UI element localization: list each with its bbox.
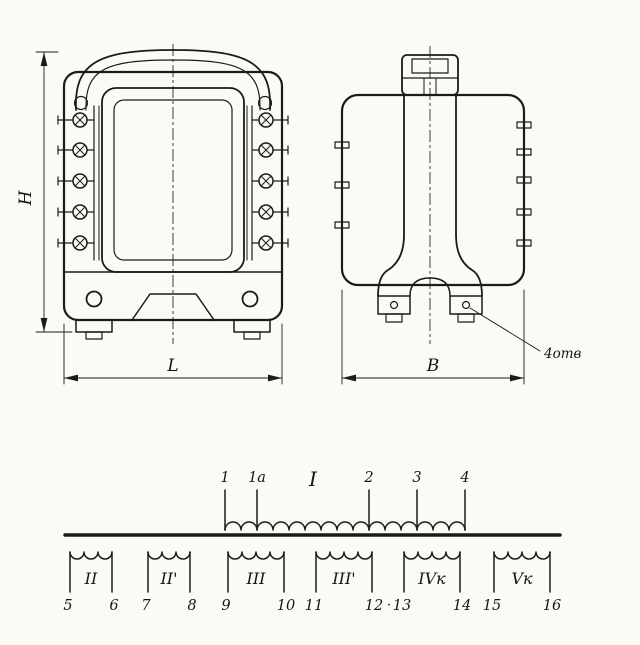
front-base (63, 271, 283, 340)
winding-label: II (84, 569, 98, 588)
front-view: H L (16, 44, 289, 385)
terminal-number: 14 (453, 598, 471, 614)
mounting-strap (73, 49, 273, 111)
terminal-number: 15 (483, 598, 501, 614)
terminal-number: 8 (187, 598, 196, 614)
winding-label: Vк (511, 569, 533, 588)
dimension-depth-label: B (426, 356, 440, 376)
winding-group: III 9 10 (221, 551, 295, 614)
winding-group: II 5 6 (63, 551, 119, 614)
terminal-number: 11 (305, 598, 323, 614)
primary-winding-label: I (308, 467, 318, 491)
separator-dot: · (387, 598, 391, 613)
terminal-number: 6 (109, 598, 118, 614)
terminal-number: 3 (412, 470, 421, 486)
terminal-number: 12 (365, 598, 383, 614)
dimension-height: H (16, 51, 73, 333)
winding-group: Vк 15 16 (483, 551, 561, 614)
side-view: B 4отв (334, 46, 582, 385)
winding-group: III' 11 12 (305, 551, 383, 614)
winding-label: III' (331, 569, 355, 588)
dimension-height-label: H (16, 189, 36, 206)
side-coil-column (377, 94, 483, 323)
terminal-number: 1 (220, 470, 229, 486)
terminal-number: 1а (248, 470, 266, 486)
winding-schematic: 1 1а I 2 3 4 II 5 6 II' 7 8 (63, 467, 562, 614)
terminal-number: 7 (141, 598, 151, 614)
holes-note: 4отв (469, 307, 582, 362)
side-shell-outline (340, 93, 526, 287)
dimension-width-label: L (166, 356, 178, 376)
terminal-number: 9 (221, 598, 230, 614)
primary-winding: 1 1а I 2 3 4 (220, 467, 470, 531)
dimension-width: L (63, 323, 283, 385)
terminal-number: 16 (543, 598, 561, 614)
terminal-number: 2 (363, 470, 373, 486)
front-shell-outline (62, 70, 284, 322)
dimension-depth: B (341, 289, 525, 385)
terminal-number: 5 (63, 598, 72, 614)
terminal-number: 4 (459, 470, 469, 486)
winding-label: II' (159, 569, 177, 588)
winding-group: IVк 13 14 (393, 551, 471, 614)
holes-note-label: 4отв (543, 346, 582, 362)
terminal-rails (93, 105, 253, 261)
winding-label: III (246, 569, 267, 588)
terminal-number: 13 (393, 598, 411, 614)
terminal-number: 10 (277, 598, 295, 614)
winding-label: IVк (417, 569, 446, 588)
winding-group: II' 7 8 (141, 551, 197, 614)
